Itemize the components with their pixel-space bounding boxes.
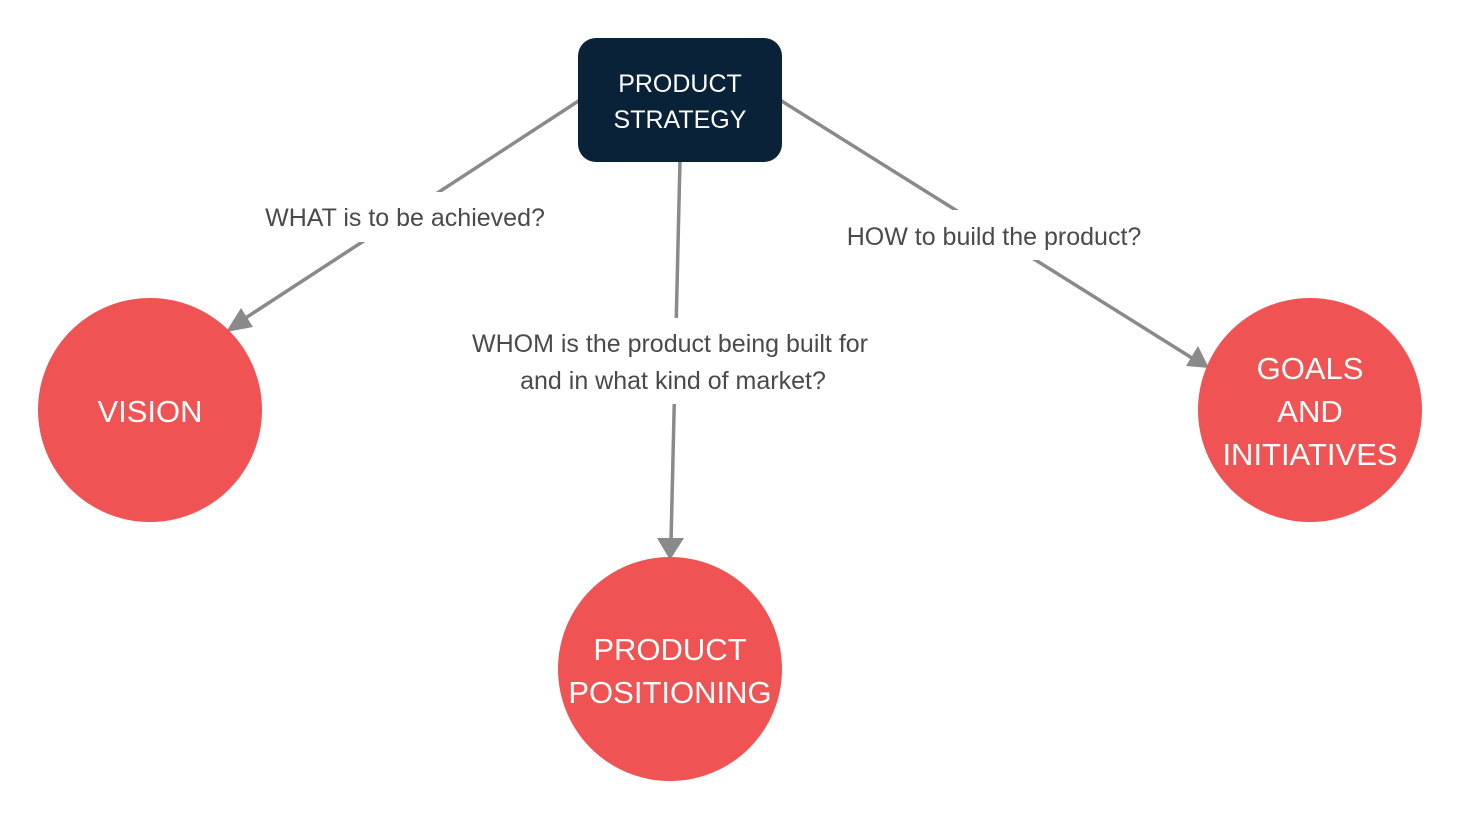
product-strategy-node[interactable]: PRODUCT STRATEGY [578, 38, 782, 162]
arrow-head-icon [226, 308, 253, 332]
node-label-line2: POSITIONING [568, 675, 771, 710]
vision-node[interactable]: VISION [38, 298, 262, 522]
edge-label-whom-line2: and in what kind of market? [520, 367, 826, 395]
goals-and-initiatives-node[interactable]: GOALS AND INITIATIVES [1198, 298, 1422, 522]
node-label-line1: GOALS [1257, 351, 1364, 386]
node-circle [1198, 298, 1422, 522]
label-background [828, 210, 1160, 260]
node-circle [38, 298, 262, 522]
node-label-line2: AND [1277, 394, 1342, 429]
node-circle [558, 557, 782, 781]
arrow-head-icon [657, 538, 684, 560]
product-positioning-node[interactable]: PRODUCT POSITIONING [558, 557, 782, 781]
node-label: VISION [97, 394, 202, 429]
node-label-line2: STRATEGY [614, 106, 747, 134]
label-background [252, 192, 558, 242]
label-background [447, 318, 893, 404]
edge-label-what: WHAT is to be achieved? [265, 204, 545, 232]
node-box [578, 38, 782, 162]
node-label-line1: PRODUCT [593, 632, 746, 667]
node-label-line1: PRODUCT [618, 70, 742, 98]
edge-label-how: HOW to build the product? [847, 223, 1142, 251]
arrow-head-icon [1186, 346, 1209, 368]
node-label-line3: INITIATIVES [1222, 437, 1397, 472]
edge-label-whom-line1: WHOM is the product being built for [472, 330, 868, 358]
